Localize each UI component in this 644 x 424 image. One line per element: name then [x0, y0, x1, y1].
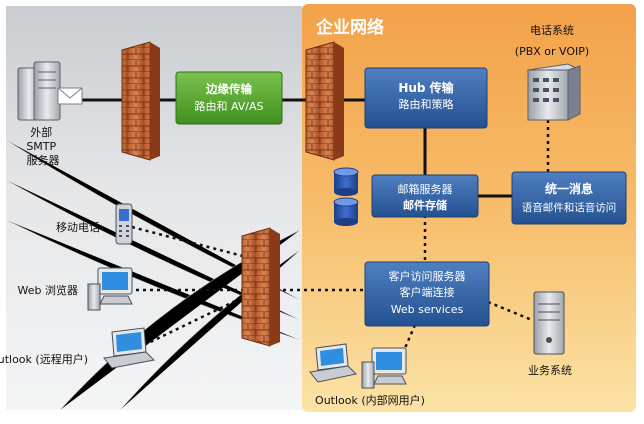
business-system-server-icon — [533, 291, 565, 355]
unified-messaging-box: 统一消息 语音邮件和话音访问 — [511, 171, 627, 225]
phone-system-subtitle: (PBX or VOIP) — [515, 45, 589, 58]
outlook-remote-laptop-icon — [103, 327, 156, 369]
firewall-lower — [241, 227, 280, 347]
firewall-left — [121, 41, 160, 161]
mailbox-server-subtitle: 邮件存储 — [403, 198, 447, 212]
client-access-line-2: 客户端连接 — [400, 285, 455, 299]
mailbox-server-title: 邮箱服务器 — [398, 182, 453, 196]
web-browser-label: Web 浏览器 — [18, 283, 78, 297]
database-icon-top — [333, 167, 359, 196]
external-smtp-line-2: SMTP — [26, 140, 56, 153]
outlook-internal-label: Outlook (内部网用户) — [315, 393, 425, 407]
mobile-phone-label: 移动电话 — [56, 221, 100, 234]
mobile-phone-icon — [115, 203, 133, 245]
client-access-server-box: 客户访问服务器 客户端连接 Web services — [364, 261, 490, 327]
edge-transport-title: 边缘传输 — [205, 82, 252, 96]
external-smtp-label: 外部 SMTP 服务器 — [26, 125, 59, 167]
client-access-line-1: 客户访问服务器 — [389, 269, 466, 283]
external-smtp-line-3: 服务器 — [27, 154, 60, 167]
pbx-device-icon — [526, 63, 582, 121]
hub-transport-box: Hub 传输 路由和策略 — [364, 67, 488, 129]
business-system-label: 业务系统 — [528, 364, 572, 377]
edge-transport-box: 边缘传输 路由和 AV/AS — [175, 71, 283, 125]
firewall-middle — [305, 41, 344, 161]
outlook-remote-label: Outlook (远程用户) — [0, 352, 88, 366]
web-browser-computer-icon — [87, 267, 133, 311]
unified-messaging-subtitle: 语音邮件和话音访问 — [522, 201, 617, 214]
database-icon-bottom — [333, 197, 359, 226]
external-smtp-line-1: 外部 — [30, 125, 52, 139]
unified-messaging-title: 统一消息 — [545, 181, 593, 196]
enterprise-network-title: 企业网络 — [315, 17, 384, 38]
client-access-line-3: Web services — [391, 303, 464, 316]
edge-transport-subtitle: 路由和 AV/AS — [194, 99, 263, 113]
hub-transport-subtitle: 路由和策略 — [399, 97, 454, 111]
phone-system-title: 电话系统 — [530, 24, 574, 37]
hub-transport-title: Hub 传输 — [398, 80, 454, 95]
smtp-server-icon — [17, 61, 83, 121]
mailbox-server-box: 邮箱服务器 邮件存储 — [371, 174, 479, 218]
outlook-internal-desktop-icon — [361, 347, 407, 389]
outlook-internal-laptop-icon — [309, 343, 358, 383]
